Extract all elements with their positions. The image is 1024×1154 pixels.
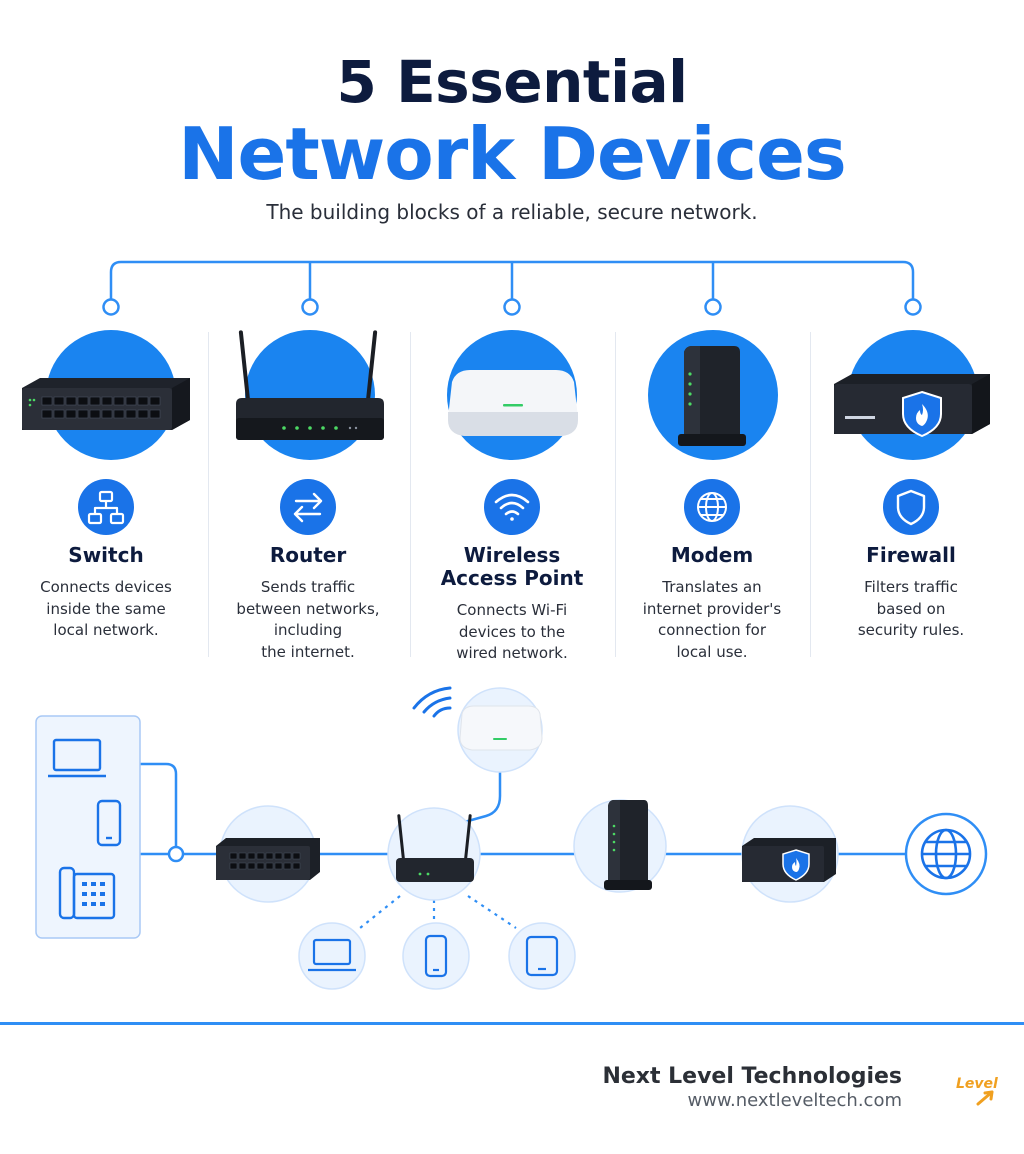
device-description: Sends traffic between networks, includin…: [236, 578, 380, 661]
wireless-tablet-circle: [508, 922, 576, 990]
connector-nodes: [102, 298, 922, 316]
topology-links: [140, 762, 906, 856]
phone-icon: [96, 799, 122, 847]
modem-device-image: [678, 346, 746, 446]
device-description: Connects Wi-Fi devices to the wired netw…: [456, 601, 568, 662]
junction-node: [167, 845, 185, 863]
column-divider: [810, 332, 811, 657]
topology-switch-image: [216, 838, 320, 880]
wireless-laptop-circle: [298, 922, 366, 990]
topology-internet-circle: [904, 812, 988, 896]
desk-phone-icon: [58, 866, 116, 920]
topology-ap-circle: [457, 687, 543, 773]
logo-arrow-icon: [976, 1090, 994, 1106]
device-name: Router: [269, 543, 347, 567]
icon-circles: [78, 479, 939, 535]
device-overview-graphic: [22, 260, 990, 535]
connector-tree: [109, 260, 915, 300]
device-description: Connects devices inside the same local n…: [40, 578, 172, 639]
title-line-2: Network Devices: [178, 112, 847, 196]
internet-globe-icon: [920, 828, 972, 880]
subtitle: The building blocks of a reliable, secur…: [266, 200, 758, 224]
arrows-exchange-icon: [293, 492, 323, 523]
access-point-device-image: [448, 370, 578, 436]
wireless-laptop-icon: [308, 938, 356, 972]
column-divider: [615, 332, 616, 657]
column-divider: [208, 332, 209, 657]
firewall-device-image: [834, 374, 990, 438]
device-name: Modem: [670, 543, 754, 567]
footer-divider: [0, 1022, 1024, 1025]
logo-text: Level: [956, 1076, 998, 1092]
device-name: Wireless Access Point: [440, 543, 584, 590]
wireless-phone-icon: [424, 934, 448, 978]
title-line-1: 5 Essential: [336, 48, 688, 116]
switch-device-image: [22, 378, 190, 430]
topology-access-point-image: [459, 705, 543, 751]
wireless-tablet-icon: [525, 935, 559, 977]
topology-switch-circle: [219, 805, 317, 903]
topology-modem-image: [604, 800, 652, 890]
company-name: Next Level Technologies: [602, 1064, 902, 1089]
topology-firewall-image: [742, 838, 836, 882]
globe-icon: [697, 492, 727, 522]
device-name: Switch: [68, 543, 144, 567]
laptop-icon: [48, 738, 106, 778]
topology-firewall-circle: [741, 805, 839, 903]
endpoint-devices-panel: [35, 715, 141, 939]
device-description: Translates an internet provider's connec…: [642, 578, 782, 661]
shield-icon: [896, 489, 926, 526]
device-description: Filters traffic based on security rules.: [857, 578, 965, 639]
topology-modem-circle: [573, 799, 667, 893]
column-divider: [410, 332, 411, 657]
wireless-links: [359, 895, 517, 929]
wifi-icon: [494, 493, 530, 521]
network-icon: [87, 490, 125, 525]
company-logo: Level: [956, 1074, 1002, 1110]
brand-block: Next Level Technologies www.nextleveltec…: [602, 1064, 902, 1112]
topology-router-circle: [387, 807, 481, 901]
device-name: Firewall: [866, 543, 956, 567]
router-device-image: [236, 330, 384, 440]
wireless-phone-circle: [402, 922, 470, 990]
company-url[interactable]: www.nextleveltech.com: [687, 1090, 902, 1111]
topology-router-image: [396, 814, 474, 882]
